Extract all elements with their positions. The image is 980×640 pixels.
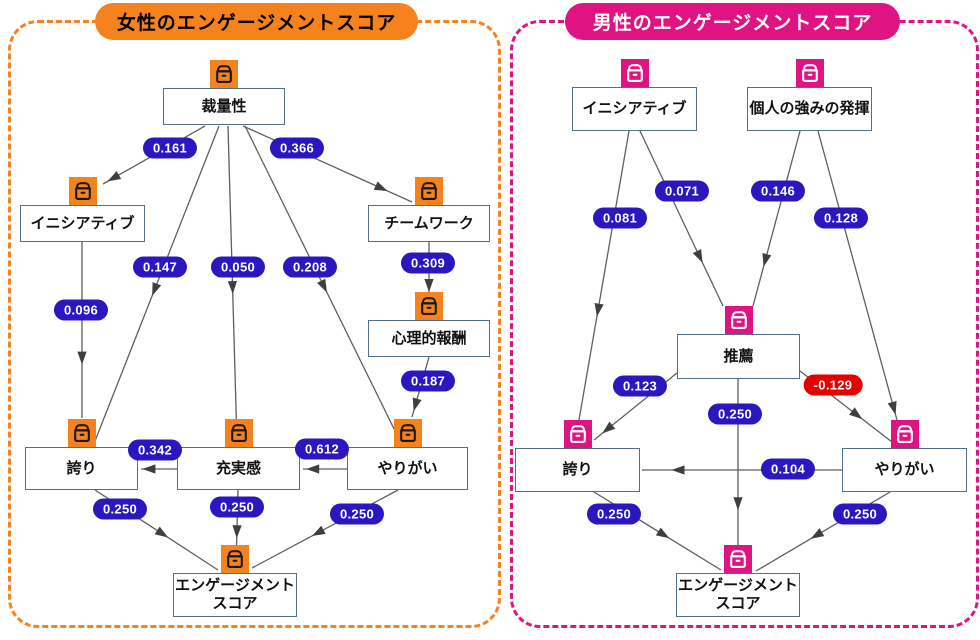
edge-weight-yarigai-engagement: 0.250 bbox=[329, 503, 385, 525]
box-icon bbox=[724, 545, 752, 573]
edge-weight-saiyosei-jujitsukan: 0.050 bbox=[210, 256, 266, 278]
node-female-yarigai: やりがい bbox=[347, 447, 468, 490]
edge-weight-initiative-suisen: 0.071 bbox=[654, 180, 710, 202]
box-icon bbox=[67, 419, 96, 447]
edge-weight-strengths-yarigai: 0.128 bbox=[813, 207, 869, 229]
edge-weight-teamwork-psych_reward: 0.309 bbox=[400, 252, 456, 274]
arrowhead-icon bbox=[655, 527, 670, 539]
arrowhead-icon bbox=[142, 464, 156, 474]
node-female-engagement: エンゲージメント スコア bbox=[173, 573, 297, 617]
edge-weight-jujitsukan-engagement: 0.250 bbox=[209, 496, 265, 518]
arrowhead-icon bbox=[692, 249, 703, 263]
node-female-initiative: イニシアティブ bbox=[20, 205, 145, 242]
arrowhead-icon bbox=[733, 497, 743, 511]
edge-weight-hokori-engagement: 0.250 bbox=[92, 498, 148, 520]
male-panel-title: 男性のエンゲージメントスコア bbox=[565, 3, 900, 40]
arrowhead-icon bbox=[671, 465, 685, 475]
edge-line-initiative-hokori bbox=[578, 130, 630, 421]
arrowhead-icon bbox=[810, 528, 825, 539]
arrowhead-icon bbox=[373, 181, 388, 191]
edge-weight-saiyosei-initiative: 0.161 bbox=[142, 137, 198, 159]
edge-line-initiative-suisen bbox=[639, 130, 724, 307]
node-female-jujitsukan: 充実感 bbox=[177, 447, 300, 490]
box-icon bbox=[224, 419, 253, 447]
box-icon bbox=[415, 292, 443, 320]
box-icon bbox=[393, 419, 422, 447]
edge-weight-hokori-engagement: 0.250 bbox=[586, 503, 642, 525]
arrowhead-icon bbox=[311, 525, 326, 536]
edge-weight-saiyosei-teamwork: 0.366 bbox=[269, 137, 325, 159]
node-male-initiative: イニシアティブ bbox=[572, 87, 697, 131]
arrowhead-icon bbox=[227, 281, 238, 295]
node-female-hokori: 誇り bbox=[25, 447, 138, 490]
edge-line-strengths-yarigai bbox=[817, 130, 898, 421]
arrowhead-icon bbox=[887, 400, 897, 415]
box-icon bbox=[563, 420, 592, 448]
arrowhead-icon bbox=[762, 253, 772, 267]
box-icon bbox=[890, 420, 919, 448]
box-icon bbox=[795, 59, 824, 87]
arrowhead-icon bbox=[849, 407, 863, 419]
edge-weight-initiative-hokori: 0.081 bbox=[592, 207, 648, 229]
arrowhead-icon bbox=[152, 282, 162, 296]
edge-weight-jujitsukan-hokori: 0.342 bbox=[127, 439, 183, 461]
box-icon bbox=[724, 306, 753, 334]
node-male-hokori: 誇り bbox=[515, 448, 640, 492]
edge-line-strengths-suisen bbox=[752, 130, 801, 307]
arrowhead-icon bbox=[107, 170, 122, 182]
node-female-saiyosei: 裁量性 bbox=[163, 88, 285, 125]
box-icon bbox=[415, 177, 443, 205]
box-icon bbox=[221, 545, 249, 573]
edge-line-saiyosei-hokori bbox=[94, 125, 220, 442]
box-icon bbox=[210, 60, 238, 88]
arrowhead-icon bbox=[424, 279, 434, 292]
arrowhead-icon bbox=[594, 302, 604, 317]
edge-weight-yarigai-engagement: 0.250 bbox=[832, 503, 888, 525]
edge-weight-saiyosei-hokori: 0.147 bbox=[132, 256, 188, 278]
node-male-suisen: 推薦 bbox=[677, 334, 800, 379]
arrowhead-icon bbox=[317, 278, 327, 293]
edge-weight-strengths-suisen: 0.146 bbox=[750, 180, 806, 202]
arrowhead-icon bbox=[77, 351, 87, 365]
edge-weight-suisen-yarigai: -0.129 bbox=[803, 374, 863, 396]
edge-weight-psych_reward-yarigai: 0.187 bbox=[400, 370, 456, 392]
female-panel-title: 女性のエンゲージメントスコア bbox=[95, 3, 418, 40]
node-male-yarigai: やりがい bbox=[842, 448, 967, 492]
node-female-psych_reward: 心理的報酬 bbox=[368, 320, 490, 357]
edge-line-yarigai-engagement bbox=[251, 489, 399, 569]
node-male-engagement: エンゲージメント スコア bbox=[676, 573, 800, 617]
edge-weight-saiyosei-yarigai: 0.208 bbox=[282, 256, 338, 278]
node-male-strengths: 個人の強みの発揮 bbox=[747, 87, 872, 131]
edge-weight-yarigai-jujitsukan: 0.612 bbox=[294, 438, 350, 460]
arrowhead-icon bbox=[412, 397, 422, 412]
node-female-teamwork: チームワーク bbox=[368, 205, 490, 242]
box-icon bbox=[620, 59, 649, 87]
edge-weight-suisen-hokori: 0.123 bbox=[612, 375, 668, 397]
edge-weight-initiative-hokori: 0.096 bbox=[53, 299, 109, 321]
edge-weight-yarigai-hokori: 0.104 bbox=[760, 458, 816, 480]
box-icon bbox=[68, 177, 97, 205]
arrowhead-icon bbox=[602, 421, 616, 434]
edge-weight-suisen-engagement: 0.250 bbox=[707, 403, 763, 425]
arrowhead-icon bbox=[154, 526, 169, 538]
arrowhead-icon bbox=[306, 464, 320, 474]
arrowhead-icon bbox=[232, 525, 242, 539]
